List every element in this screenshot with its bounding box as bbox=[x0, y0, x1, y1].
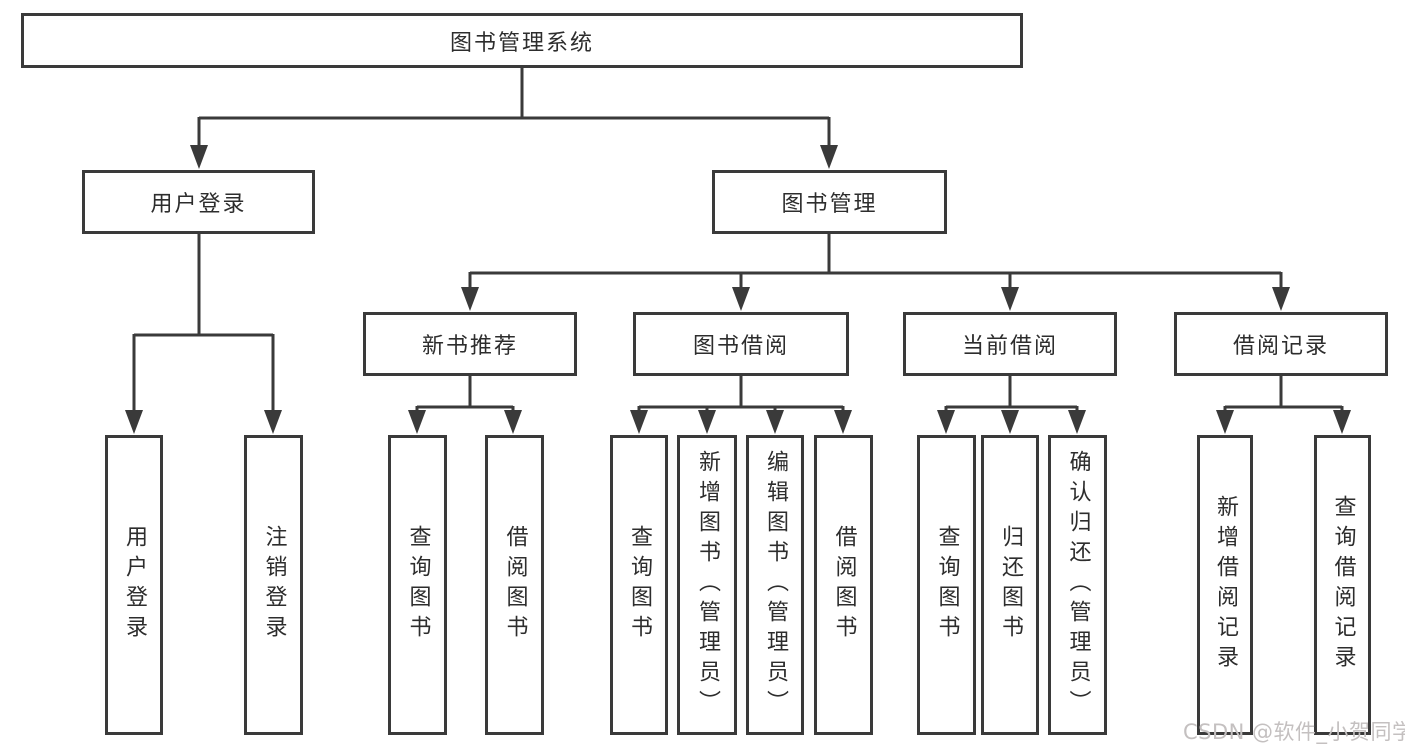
leaf-return-book-label: 归还图书 bbox=[998, 525, 1023, 645]
node-book-borrow: 图书借阅 bbox=[633, 312, 849, 376]
node-library-system: 图书管理系统 bbox=[21, 13, 1023, 68]
leaf-edit-book-admin: 编辑图书（管理员） bbox=[746, 435, 804, 735]
leaf-add-book-admin: 新增图书（管理员） bbox=[677, 435, 737, 735]
node-user-login: 用户登录 bbox=[82, 170, 315, 234]
leaf-query-books-current-label: 查询图书 bbox=[934, 525, 960, 645]
leaf-edit-book-admin-label: 编辑图书（管理员） bbox=[763, 450, 788, 720]
arrowheads bbox=[125, 145, 1351, 434]
leaf-borrow-books-2-label: 借阅图书 bbox=[831, 525, 857, 645]
node-library-system-label: 图书管理系统 bbox=[449, 30, 594, 56]
node-borrow-records-label: 借阅记录 bbox=[1232, 334, 1329, 359]
leaf-add-borrow-record-label: 新增借阅记录 bbox=[1213, 495, 1238, 675]
leaf-query-books-borrow: 查询图书 bbox=[610, 435, 668, 735]
leaf-query-books-recommend: 查询图书 bbox=[388, 435, 447, 735]
node-user-login-label: 用户登录 bbox=[150, 192, 247, 217]
leaf-add-borrow-record: 新增借阅记录 bbox=[1197, 435, 1253, 735]
leaf-query-books-borrow-label: 查询图书 bbox=[627, 525, 652, 645]
node-current-borrow-label: 当前借阅 bbox=[961, 334, 1058, 359]
node-current-borrow: 当前借阅 bbox=[903, 312, 1117, 376]
node-borrow-records: 借阅记录 bbox=[1174, 312, 1388, 376]
leaf-confirm-return-admin-label: 确认归还（管理员） bbox=[1065, 450, 1091, 720]
leaf-query-books-recommend-label: 查询图书 bbox=[405, 525, 431, 645]
leaf-add-book-admin-label: 新增图书（管理员） bbox=[695, 450, 720, 720]
leaf-borrow-books-recommend-label: 借阅图书 bbox=[502, 525, 528, 645]
leaf-confirm-return-admin: 确认归还（管理员） bbox=[1048, 435, 1107, 735]
leaf-user-login: 用户登录 bbox=[105, 435, 163, 735]
node-new-book-recommend: 新书推荐 bbox=[363, 312, 577, 376]
leaf-return-book: 归还图书 bbox=[981, 435, 1039, 735]
leaf-query-books-current: 查询图书 bbox=[917, 435, 976, 735]
leaf-user-login-label: 用户登录 bbox=[122, 525, 147, 645]
leaf-logout-label: 注销登录 bbox=[261, 525, 287, 645]
node-book-management: 图书管理 bbox=[712, 170, 947, 234]
node-book-borrow-label: 图书借阅 bbox=[692, 334, 789, 359]
leaf-query-borrow-record-label: 查询借阅记录 bbox=[1330, 495, 1356, 675]
node-book-management-label: 图书管理 bbox=[781, 192, 878, 217]
csdn-watermark: CSDN @软件_小贺同学 bbox=[1183, 720, 1405, 744]
leaf-borrow-books-recommend: 借阅图书 bbox=[485, 435, 544, 735]
leaf-logout: 注销登录 bbox=[244, 435, 303, 735]
node-new-book-recommend-label: 新书推荐 bbox=[421, 334, 518, 359]
leaf-query-borrow-record: 查询借阅记录 bbox=[1314, 435, 1371, 735]
leaf-borrow-books-2: 借阅图书 bbox=[814, 435, 873, 735]
